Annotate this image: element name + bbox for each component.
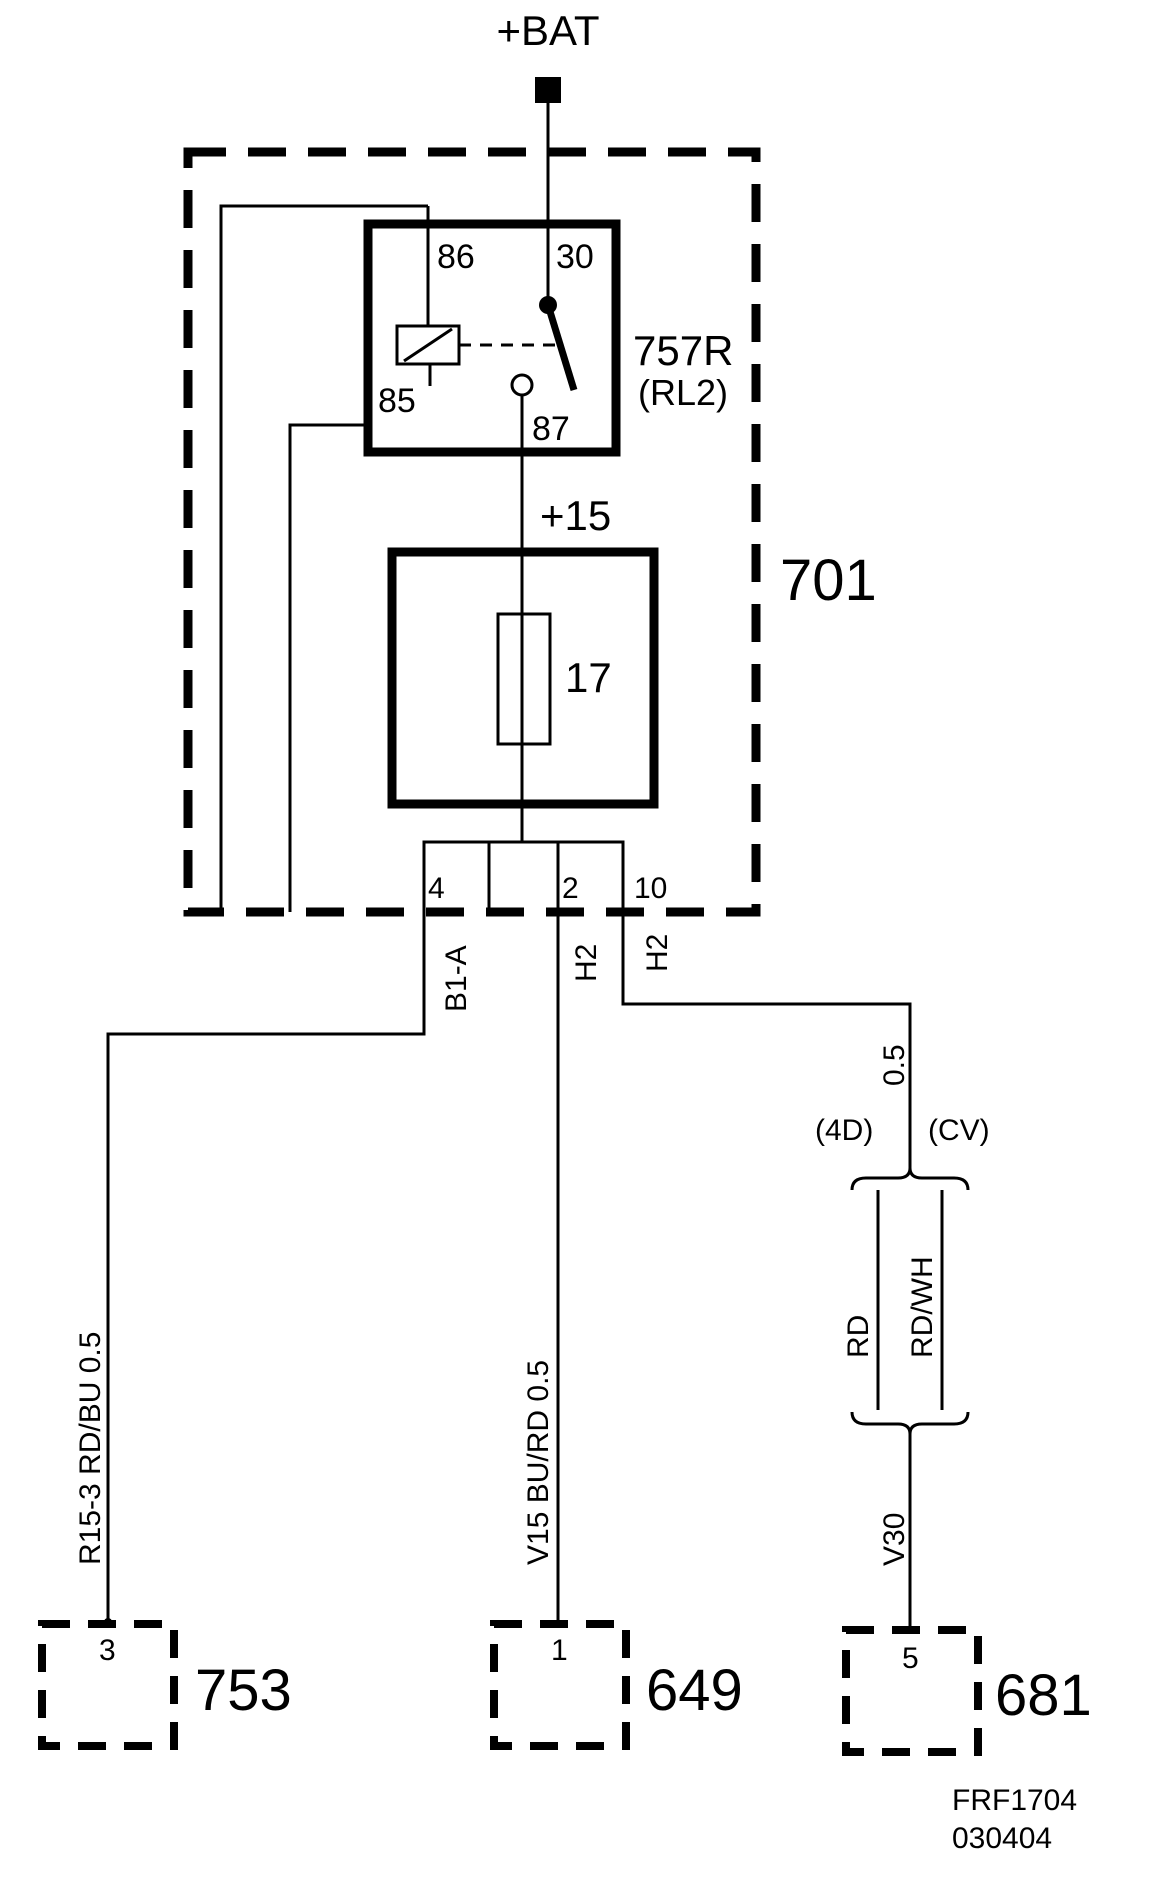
relay-id: 757R xyxy=(633,327,733,374)
figure-code: FRF1704 xyxy=(952,1784,1077,1817)
wire-color-right: RD/WH xyxy=(906,1256,939,1358)
component-681-pin: 5 xyxy=(902,1642,919,1675)
pin-10-label: 10 xyxy=(634,872,667,905)
relay-contact-87 xyxy=(510,373,534,397)
component-649-id: 649 xyxy=(646,1658,743,1723)
connector-h2-label-a: H2 xyxy=(570,944,603,982)
relay-alt-id: (RL2) xyxy=(638,372,728,413)
relay-outline xyxy=(363,219,621,457)
wire-right-size: 0.5 xyxy=(878,1044,911,1086)
variant-brace-top xyxy=(850,1167,970,1191)
variant-right-label: (CV) xyxy=(928,1114,990,1147)
wire-right-code: V30 xyxy=(878,1513,911,1566)
connector-h2-label-b: H2 xyxy=(641,934,674,972)
pin-2-label: 2 xyxy=(562,872,579,905)
relay-pin-87: 87 xyxy=(532,410,570,448)
relay-pin-85: 85 xyxy=(378,382,416,420)
component-753-pin: 3 xyxy=(99,1634,116,1667)
variant-brace-bottom xyxy=(850,1411,970,1435)
relay-pin-86: 86 xyxy=(437,238,475,276)
fuse-number: 17 xyxy=(565,654,612,701)
feed-label: +15 xyxy=(540,492,611,539)
component-649-pin: 1 xyxy=(551,1634,568,1667)
connector-pin-10 xyxy=(558,840,912,1172)
pin-4-label: 4 xyxy=(428,872,445,905)
fuse-holder-outline xyxy=(387,547,659,809)
module-id: 701 xyxy=(780,548,877,613)
wire-left-label: R15-3 RD/BU 0.5 xyxy=(74,1332,107,1565)
figure-date: 030404 xyxy=(952,1822,1052,1855)
wire-middle-label: V15 BU/RD 0.5 xyxy=(522,1360,555,1565)
relay-pin-30: 30 xyxy=(556,238,594,276)
connector-pin-4 xyxy=(422,840,491,912)
fuse-icon xyxy=(496,612,552,746)
component-753-id: 753 xyxy=(195,1658,292,1723)
component-681-id: 681 xyxy=(995,1663,1092,1728)
connector-b1a-label: B1-A xyxy=(440,945,473,1012)
wire-color-left: RD xyxy=(842,1315,875,1358)
battery-terminal-icon xyxy=(535,77,561,103)
relay-switch-icon xyxy=(544,303,578,392)
supply-label: +BAT xyxy=(496,7,599,54)
variant-left-label: (4D) xyxy=(815,1114,873,1147)
wire-to-753 xyxy=(106,912,426,1622)
